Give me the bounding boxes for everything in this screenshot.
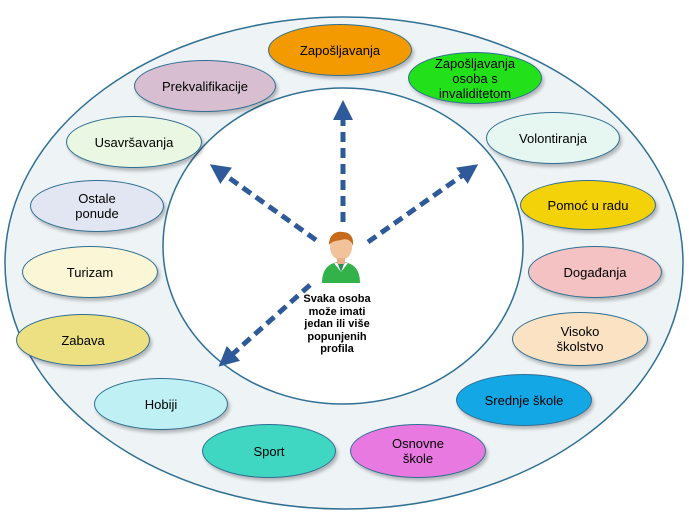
arrow-upper-right [366,164,479,245]
category-osnovne-skole: Osnovne škole [350,424,486,478]
arrow-upper-left [209,164,318,243]
category-volontiranja: Volontiranja [486,112,620,164]
category-zaposljavanja-invaliditetom: Zapošljavanja osoba s invaliditetom [408,52,542,104]
user-person-icon [322,231,360,283]
category-zaposljavanja: Zapošljavanja [268,24,412,76]
category-dogadjanja: Događanja [528,246,662,298]
arrow-lower-left [218,283,312,367]
category-visoko-skolstvo: Visoko školstvo [512,312,648,366]
category-turizam: Turizam [22,246,158,298]
category-hobiji: Hobiji [94,378,228,430]
category-prekvalifikacije: Prekvalifikacije [134,60,276,112]
category-srednje-skole: Srednje škole [456,374,592,426]
category-zabava: Zabava [16,314,150,366]
category-pomoc-u-radu: Pomoć u radu [520,180,656,230]
category-usavrsavanja: Usavršavanja [66,116,202,168]
category-sport: Sport [202,424,336,478]
center-caption: Svaka osoba može imati jedan ili više po… [303,293,371,355]
category-ostale-ponude: Ostale ponude [30,180,164,232]
